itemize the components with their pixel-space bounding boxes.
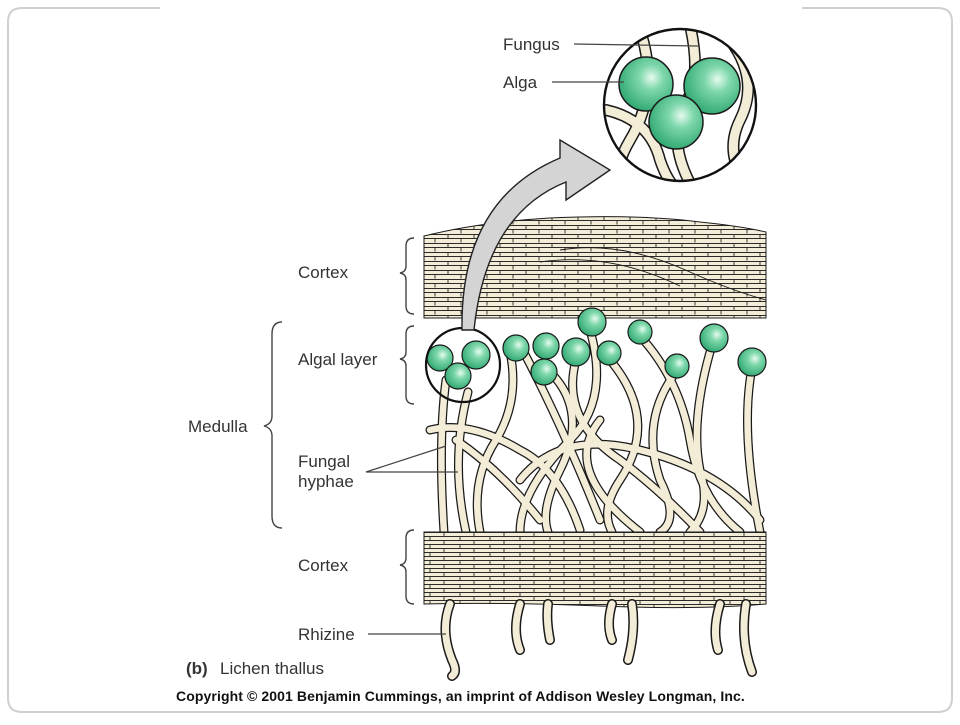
cortex-bottom-label: Cortex <box>298 556 349 575</box>
braces <box>263 237 415 605</box>
upper-cortex <box>423 216 767 319</box>
caption-text: Lichen thallus <box>220 659 324 678</box>
fungal-hyphae-network <box>425 325 765 537</box>
slide-frame <box>7 7 953 713</box>
algal-cells <box>426 307 767 390</box>
lower-cortex <box>423 531 767 609</box>
rhizines <box>440 599 757 681</box>
leader-lines <box>365 43 699 635</box>
copyright-notice: Copyright © 2001 Benjamin Cummings, an i… <box>176 688 745 704</box>
caption-letter: (b) <box>186 659 208 678</box>
magnification-arrow <box>461 138 612 331</box>
magnified-view <box>602 27 758 183</box>
fungal-hyphae-label-line2: hyphae <box>298 472 354 491</box>
medulla-label: Medulla <box>188 417 248 436</box>
fungal-hyphae-label-line1: Fungal <box>298 452 350 471</box>
fungus-label: Fungus <box>503 35 560 54</box>
rhizine-label: Rhizine <box>298 625 355 644</box>
alga-label: Alga <box>503 73 538 92</box>
algal-layer-label: Algal layer <box>298 350 378 369</box>
cortex-top-label: Cortex <box>298 263 349 282</box>
